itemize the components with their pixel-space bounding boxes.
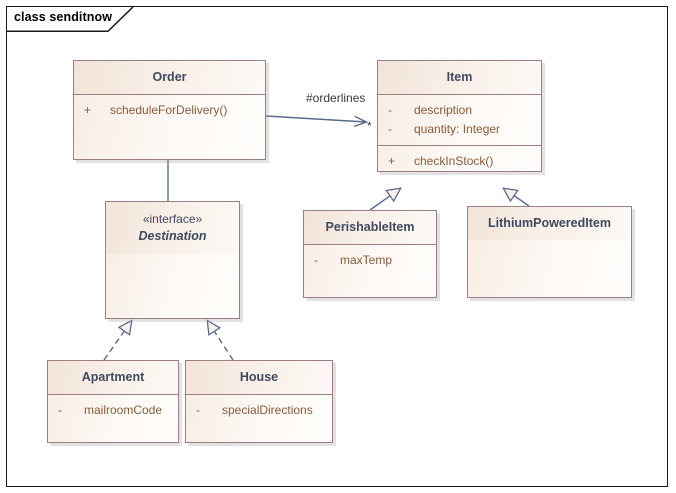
class-attributes-item: - description - quantity: Integer bbox=[378, 95, 541, 146]
class-operations-order: + scheduleForDelivery() bbox=[74, 95, 265, 126]
operation-visibility: + bbox=[84, 103, 92, 117]
connector-lithiumpowereditem-to-item bbox=[503, 187, 530, 207]
attribute-name: mailroomCode bbox=[84, 403, 163, 417]
attribute-name: description bbox=[414, 103, 473, 117]
class-box-item[interactable]: Item - description - quantity: Integer + ch… bbox=[377, 60, 542, 172]
class-box-house[interactable]: House - specialDirections bbox=[185, 360, 333, 443]
class-box-destination[interactable]: «interface» Destination bbox=[105, 201, 240, 319]
class-title-lithiumpowereditem: LithiumPoweredItem bbox=[468, 207, 631, 240]
class-title-destination: «interface» Destination bbox=[106, 202, 239, 254]
class-box-lithiumpowereditem[interactable]: LithiumPoweredItem bbox=[467, 206, 632, 298]
connector-order-to-item bbox=[265, 115, 366, 122]
class-box-apartment[interactable]: Apartment - mailroomCode bbox=[47, 360, 179, 443]
attribute-visibility: - bbox=[314, 253, 318, 267]
connector-house-to-destination bbox=[206, 320, 234, 361]
class-attributes-perishableitem: - maxTemp bbox=[304, 245, 436, 276]
operation-name: checkInStock() bbox=[414, 154, 494, 168]
attribute-row: - mailroomCode bbox=[48, 401, 178, 420]
class-box-order[interactable]: Order + scheduleForDelivery() bbox=[73, 60, 266, 160]
attribute-name: specialDirections bbox=[222, 403, 313, 417]
class-box-perishableitem[interactable]: PerishableItem - maxTemp bbox=[303, 210, 437, 298]
attribute-row: - quantity: Integer bbox=[378, 120, 541, 139]
class-operations-item: + checkInStock() bbox=[378, 146, 541, 177]
class-name-destination: Destination bbox=[138, 229, 207, 243]
operation-name: scheduleForDelivery() bbox=[110, 103, 228, 117]
connector-apartment-to-destination bbox=[103, 320, 133, 361]
class-title-perishableitem: PerishableItem bbox=[304, 211, 436, 245]
diagram-frame-label: class senditnow bbox=[14, 10, 113, 24]
connector-perishableitem-to-item bbox=[369, 187, 401, 211]
class-attributes-apartment: - mailroomCode bbox=[48, 395, 178, 426]
operation-row: + scheduleForDelivery() bbox=[74, 101, 265, 120]
attribute-name: maxTemp bbox=[340, 253, 393, 267]
attribute-visibility: - bbox=[388, 122, 392, 136]
class-title-house: House bbox=[186, 361, 332, 395]
attribute-row: - maxTemp bbox=[304, 251, 436, 270]
association-role-label: #orderlines bbox=[306, 91, 366, 105]
class-title-order: Order bbox=[74, 61, 265, 95]
attribute-visibility: - bbox=[58, 403, 62, 417]
operation-row: + checkInStock() bbox=[378, 152, 541, 171]
class-title-apartment: Apartment bbox=[48, 361, 178, 395]
attribute-visibility: - bbox=[388, 103, 392, 117]
attribute-row: - specialDirections bbox=[186, 401, 332, 420]
association-target-multiplicity: * bbox=[367, 119, 372, 133]
class-attributes-house: - specialDirections bbox=[186, 395, 332, 426]
attribute-row: - description bbox=[378, 101, 541, 120]
operation-visibility: + bbox=[388, 154, 396, 168]
attribute-name: quantity: Integer bbox=[414, 122, 501, 136]
class-title-item: Item bbox=[378, 61, 541, 95]
class-stereotype-destination: «interface» bbox=[142, 212, 203, 226]
attribute-visibility: - bbox=[196, 403, 200, 417]
